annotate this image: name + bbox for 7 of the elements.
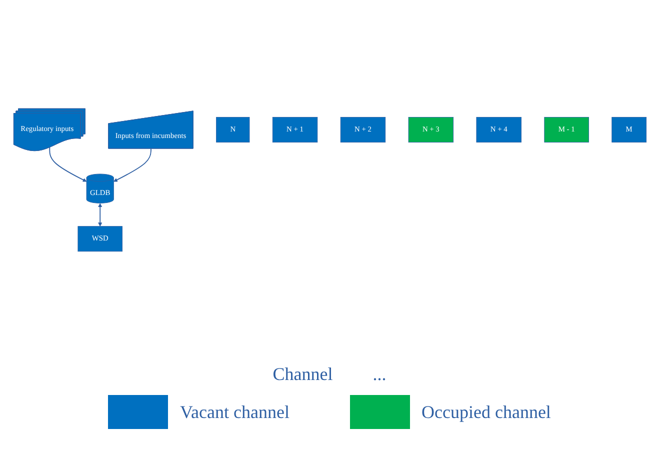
arrow <box>112 148 151 182</box>
text-label: Channel <box>272 364 333 385</box>
legend-text: Occupied channel <box>422 402 551 422</box>
arrow <box>48 147 86 182</box>
legend-text: Vacant channel <box>180 402 290 422</box>
text-label: ... <box>372 364 386 385</box>
arrow <box>98 203 102 227</box>
